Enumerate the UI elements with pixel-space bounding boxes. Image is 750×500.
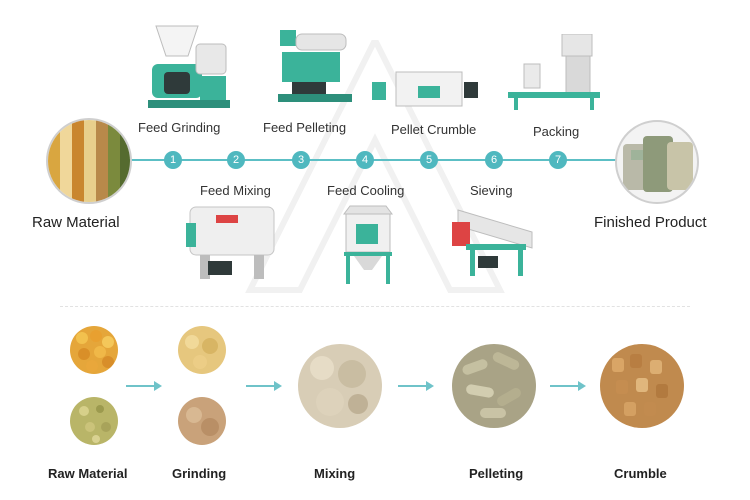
arrow-right-icon: [550, 381, 586, 391]
step-node-1: 1: [164, 151, 182, 169]
cooler-icon: [343, 205, 393, 284]
mixer-icon: [186, 206, 275, 279]
mixed-feed-image: [298, 344, 382, 428]
arrow-right-icon: [398, 381, 434, 391]
arrow-right-icon: [246, 381, 282, 391]
soybean-meal-image: [70, 397, 118, 445]
step-label-1: Feed Grinding: [138, 120, 221, 135]
section-divider: [60, 306, 690, 307]
step-label-4: Feed Cooling: [327, 183, 405, 198]
arrow-right-icon: [126, 381, 162, 391]
step-node-3: 3: [292, 151, 310, 169]
product-label-3: Mixing: [314, 466, 356, 481]
pellets-image: [452, 344, 536, 428]
product-label-4: Pelleting: [469, 466, 524, 481]
pellet-mill-icon: [278, 30, 352, 102]
step-node-4: 4: [356, 151, 374, 169]
step-node-5: 5: [420, 151, 438, 169]
raw-material-image: [46, 118, 132, 204]
step-label-2: Feed Mixing: [200, 183, 271, 198]
step-label-7: Packing: [533, 124, 580, 139]
product-label-1: Raw Material: [48, 466, 128, 481]
step-label-5: Pellet Crumble: [391, 122, 477, 137]
product-label-5: Crumble: [614, 466, 667, 481]
step-node-2: 2: [227, 151, 245, 169]
step-label-6: Sieving: [470, 183, 513, 198]
packing-machine-icon: [508, 34, 600, 110]
hammer-mill-icon: [148, 25, 230, 108]
corn-kernels-image: [70, 326, 118, 374]
step-node-7: 7: [549, 151, 567, 169]
watermark-shape: [245, 40, 505, 293]
ground-corn-image: [178, 326, 226, 374]
step-node-6: 6: [485, 151, 503, 169]
crumble-image: [600, 344, 684, 428]
crumbler-icon: [372, 71, 478, 107]
finished-product-image: [615, 120, 699, 204]
sieving-machine-icon: [452, 209, 533, 276]
start-label: Raw Material: [32, 214, 120, 231]
product-label-2: Grinding: [172, 466, 227, 481]
ground-meal-image: [178, 397, 226, 445]
end-label: Finished Product: [594, 214, 707, 231]
step-label-3: Feed Pelleting: [263, 120, 347, 135]
